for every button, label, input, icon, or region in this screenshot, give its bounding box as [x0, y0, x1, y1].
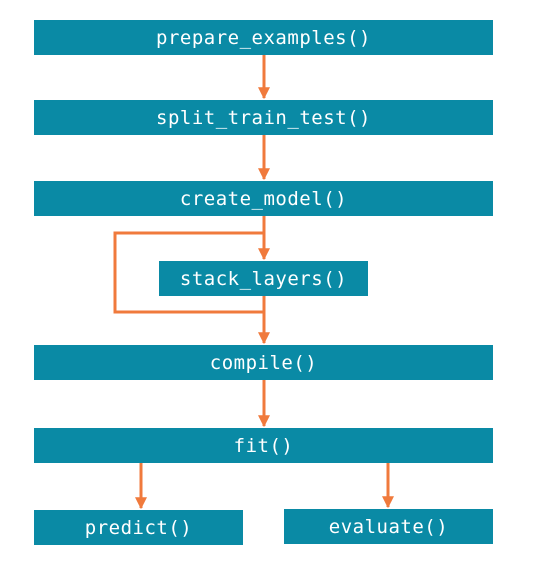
prepare-examples-box: prepare_examples() [34, 20, 493, 55]
evaluate-box: evaluate() [284, 509, 493, 544]
fit-box: fit() [34, 428, 493, 463]
loop-stack-layers [113, 231, 264, 314]
predict-box: predict() [34, 510, 243, 545]
split-train-test-box: split_train_test() [34, 100, 493, 135]
create-model-box: create_model() [34, 181, 493, 216]
stack-layers-box: stack_layers() [159, 261, 368, 296]
compile-box: compile() [34, 345, 493, 380]
